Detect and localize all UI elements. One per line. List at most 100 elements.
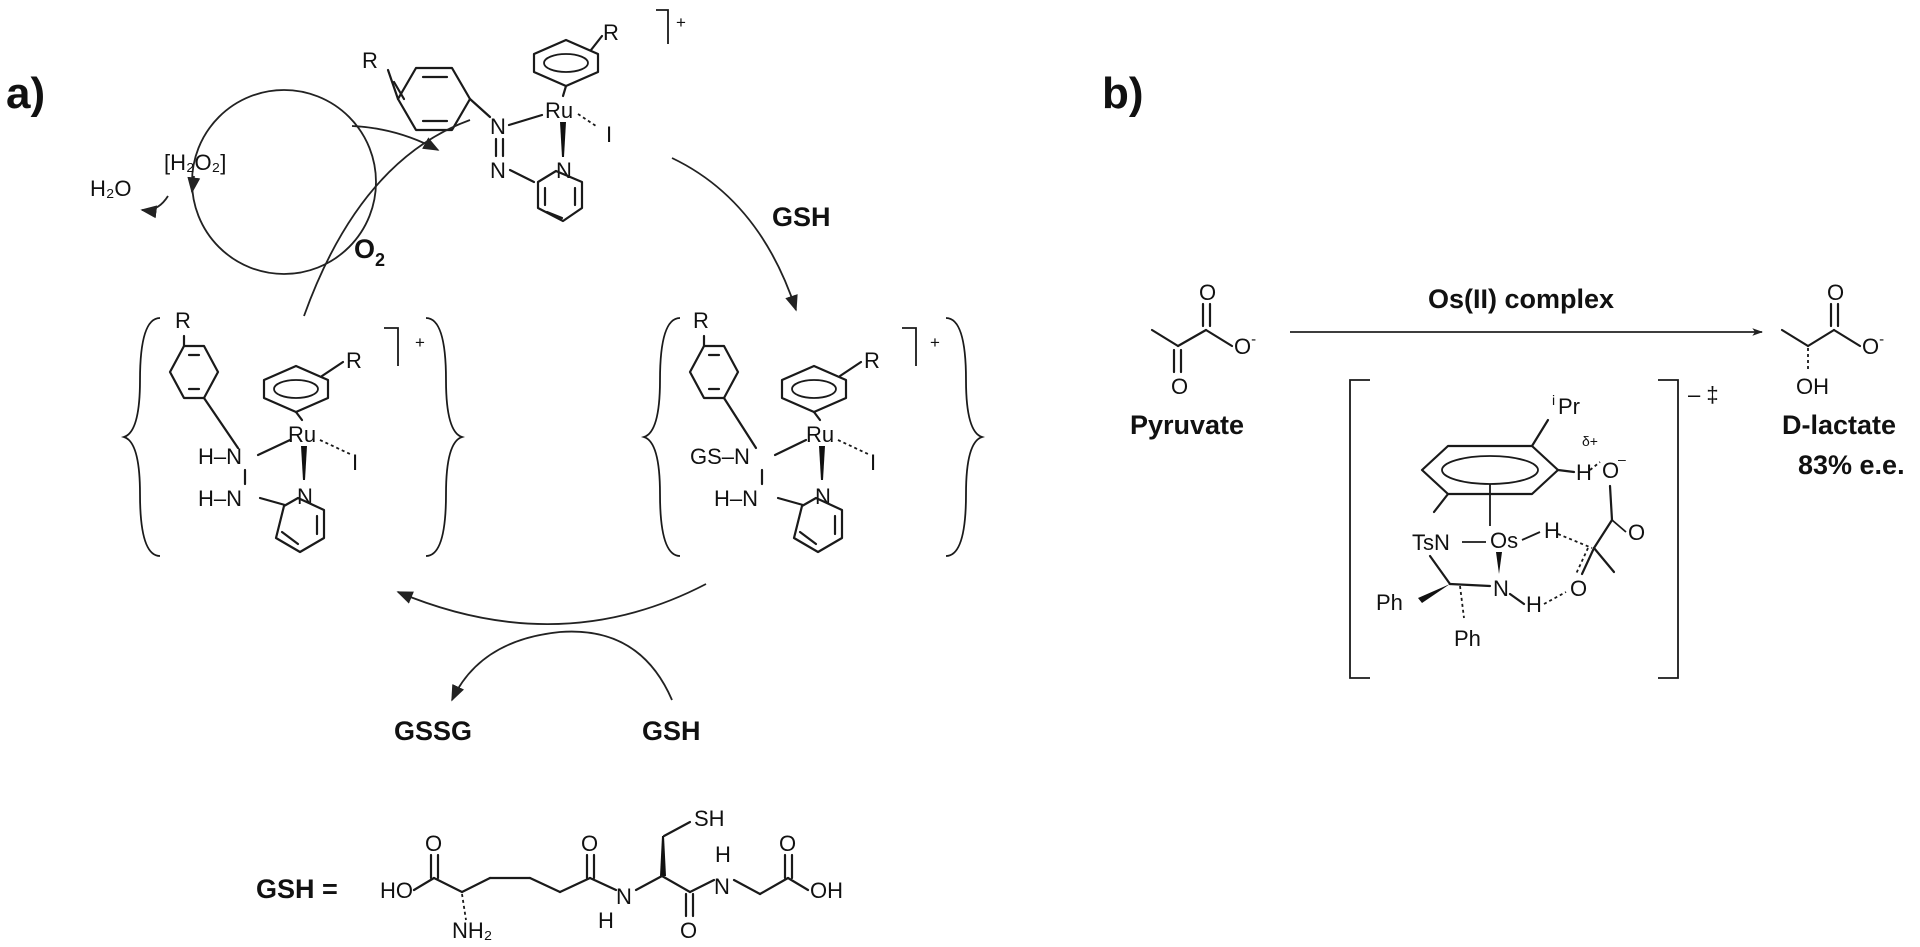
left-iodide: I bbox=[352, 450, 358, 475]
pyruvate-o-top: O bbox=[1199, 280, 1216, 305]
oxygen-subscript: 2 bbox=[375, 250, 385, 270]
gsh-top-label: GSH bbox=[772, 202, 831, 232]
pyruvate-o-bottom: O bbox=[1171, 374, 1188, 399]
left-aryl-ring bbox=[168, 344, 220, 400]
gsh-structure: GSH = HO O NH₂ O N H SH O N H O bbox=[256, 806, 843, 943]
ts-ph-left: Ph bbox=[1376, 590, 1403, 615]
gsh-n-amide2: N bbox=[714, 874, 730, 899]
oxygen-symbol: O bbox=[354, 234, 375, 264]
right-n-pyridine: N bbox=[815, 484, 831, 509]
right-iodide: I bbox=[870, 450, 876, 475]
oxygen-label: O2 bbox=[354, 234, 385, 270]
right-gs-n: GS–N bbox=[690, 444, 750, 469]
ts-h-hydride: H bbox=[1544, 518, 1560, 543]
ts-o-minus: O bbox=[1602, 458, 1619, 483]
left-nh-bottom: H–N bbox=[198, 486, 242, 511]
gsh-o-amide2: O bbox=[680, 918, 697, 943]
d-lactate-structure: OH O O- bbox=[1780, 280, 1884, 399]
lactate-o-top: O bbox=[1827, 280, 1844, 305]
gsh-sh: SH bbox=[694, 806, 725, 831]
pyruvate-label: Pyruvate bbox=[1130, 410, 1244, 440]
top-n-pyridine: N bbox=[556, 158, 572, 183]
gsh-o-left: O bbox=[425, 831, 442, 856]
gsh-h-amide2: H bbox=[715, 842, 731, 867]
transition-state: – ‡ i Pr δ+ H Os TsN H N H Ph Ph O – bbox=[1349, 379, 1719, 679]
gsh-ho-left: HO bbox=[380, 878, 413, 903]
top-arene-r: R bbox=[603, 20, 619, 45]
top-pyridine-ring bbox=[536, 169, 584, 223]
lactate-oh: OH bbox=[1796, 374, 1829, 399]
lactate-o-symbol: O bbox=[1862, 334, 1879, 359]
arrow-gsh-to-gssg bbox=[451, 630, 673, 702]
ts-o-minus-charge: – bbox=[1618, 451, 1626, 467]
ts-delta: δ+ bbox=[1582, 433, 1598, 449]
gsh-nh2: NH₂ bbox=[452, 918, 492, 943]
left-brace-close bbox=[425, 317, 466, 557]
top-arene-ring bbox=[532, 38, 600, 88]
ts-os: Os bbox=[1490, 528, 1518, 553]
gsh-h-amide1: H bbox=[598, 908, 614, 933]
ts-h-amine: H bbox=[1526, 592, 1542, 617]
right-charge: + bbox=[930, 333, 940, 352]
top-n-azo: N bbox=[490, 158, 506, 183]
top-ru: Ru bbox=[545, 98, 573, 123]
left-ru: Ru bbox=[288, 422, 316, 447]
ee-label: 83% e.e. bbox=[1798, 450, 1905, 480]
gsh-n-amide1: N bbox=[616, 884, 632, 909]
panel-b-label: b) bbox=[1102, 69, 1144, 118]
right-aryl-ring bbox=[688, 344, 740, 400]
gsh-equals-label: GSH = bbox=[256, 874, 338, 904]
left-nh-top: H–N bbox=[198, 444, 242, 469]
ts-h-arene: H bbox=[1576, 460, 1592, 485]
arrow-right-to-left bbox=[396, 583, 707, 626]
ts-tsn: TsN bbox=[1412, 530, 1450, 555]
o2-reduction-cycle bbox=[191, 89, 377, 275]
right-ru: Ru bbox=[806, 422, 834, 447]
left-r-substituent: R bbox=[175, 308, 191, 333]
pyruvate-o-minus: O- bbox=[1234, 331, 1256, 359]
gssg-label: GSSG bbox=[394, 716, 472, 746]
ts-bracket-left bbox=[1349, 379, 1370, 679]
right-arene-ring bbox=[780, 364, 848, 414]
arrow-left-to-top bbox=[303, 119, 471, 317]
ts-charge-label: – ‡ bbox=[1688, 382, 1719, 407]
top-ruthenium-complex: R N N Ru R I N + bbox=[362, 9, 686, 223]
right-r-substituent: R bbox=[693, 308, 709, 333]
lactate-o-charge: - bbox=[1879, 331, 1884, 348]
pyruvate-o-symbol: O bbox=[1234, 334, 1251, 359]
left-ruthenium-complex: R H–N H–N Ru R I N + bbox=[120, 308, 466, 557]
ts-ipr-superscript: i bbox=[1552, 392, 1555, 408]
right-brace-close bbox=[945, 317, 986, 557]
ts-o-carbonyl-acid: O bbox=[1628, 520, 1645, 545]
right-pyridine-ring bbox=[792, 496, 844, 554]
left-brace-open bbox=[120, 317, 161, 557]
ts-bracket-right bbox=[1658, 379, 1679, 679]
d-lactate-label: D-lactate bbox=[1782, 410, 1896, 440]
top-iodide: I bbox=[606, 122, 612, 147]
os-complex-label: Os(II) complex bbox=[1428, 284, 1614, 314]
gsh-bottom-label: GSH bbox=[642, 716, 701, 746]
right-brace-open bbox=[640, 317, 681, 557]
ts-ipr: Pr bbox=[1558, 394, 1580, 419]
right-ruthenium-complex: R GS–N H–N Ru R I N + bbox=[640, 308, 986, 557]
top-r-substituent: R bbox=[362, 48, 378, 73]
gsh-o-amide1: O bbox=[581, 831, 598, 856]
top-n-amine: N bbox=[490, 114, 506, 139]
water-label: H₂O bbox=[90, 176, 132, 201]
left-pyridine-ring bbox=[274, 496, 326, 554]
pyruvate-o-charge: - bbox=[1251, 331, 1256, 348]
lactate-o-minus: O- bbox=[1862, 331, 1884, 359]
peroxide-label: [H₂O₂] bbox=[164, 150, 226, 175]
right-nh-bottom: H–N bbox=[714, 486, 758, 511]
top-charge: + bbox=[676, 13, 686, 32]
ts-n-amine: N bbox=[1493, 576, 1509, 601]
ts-o-ketone: O bbox=[1570, 576, 1587, 601]
arrow-top-to-right bbox=[671, 157, 798, 312]
right-arene-r: R bbox=[864, 348, 880, 373]
gsh-oh-right: OH bbox=[810, 878, 843, 903]
gsh-o-acid: O bbox=[779, 831, 796, 856]
ts-ph-bottom: Ph bbox=[1454, 626, 1481, 651]
pyruvate-structure: O O O- bbox=[1150, 280, 1256, 399]
